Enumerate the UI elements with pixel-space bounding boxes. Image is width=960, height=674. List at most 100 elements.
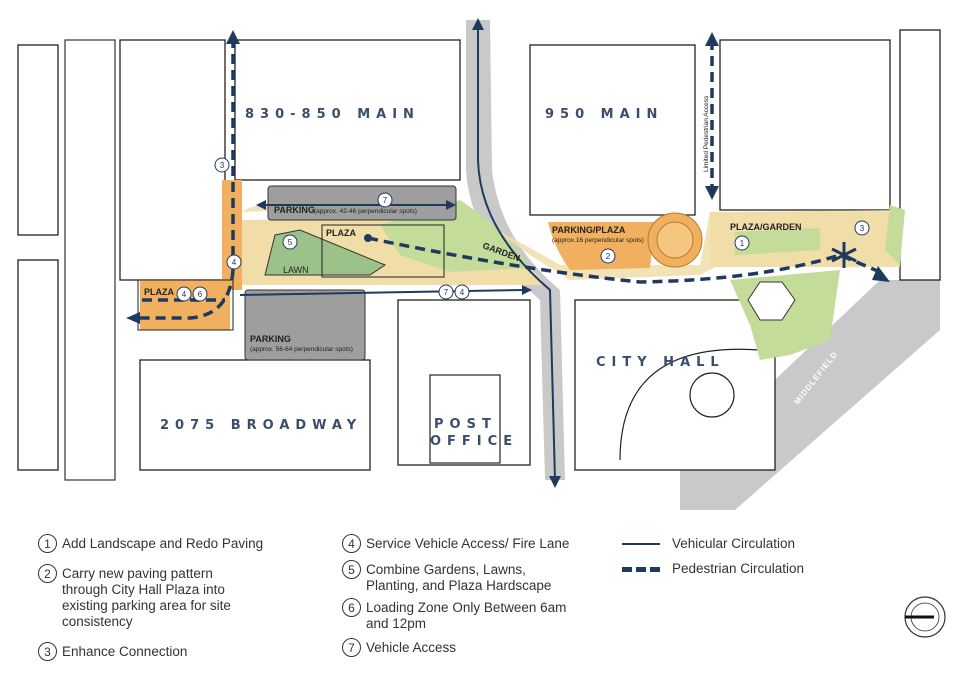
marker-3-left — [214, 157, 230, 173]
parking-top — [267, 185, 457, 221]
marker-7-center — [438, 284, 454, 300]
legend-text-6: Loading Zone Only Between 6am and 12pm — [366, 600, 567, 631]
marker-6-text: 6 — [198, 290, 203, 299]
marker-7-top — [377, 192, 393, 208]
legend-item-2: 2 Carry new paving pattern through City … — [38, 564, 231, 630]
label-830-850-main: 830-850 MAIN — [245, 107, 420, 122]
label-lawn: LAWN — [283, 265, 309, 275]
pedestrian-line-swatch — [622, 566, 660, 572]
marker-3-left-text: 3 — [220, 161, 225, 170]
marker-6 — [192, 286, 208, 302]
marker-1-text: 1 — [740, 239, 745, 248]
legend-num-1: 1 — [38, 534, 57, 553]
plaza-outline — [321, 224, 445, 278]
city-hall-arc — [619, 348, 761, 461]
arrow-up-main — [472, 18, 484, 30]
marker-4-plaza-text: 4 — [182, 290, 187, 299]
label-plaza-garden: PLAZA/GARDEN — [730, 222, 802, 232]
label-plaza-left: PLAZA — [144, 287, 174, 297]
round-plaza-inner — [656, 221, 694, 259]
label-parking-bottom: PARKING — [250, 334, 291, 344]
marker-2-text: 2 — [606, 252, 611, 261]
parking-plaza-orange — [548, 222, 655, 270]
label-parking-top: PARKING — [274, 205, 315, 215]
ped-arrow-middlefield — [872, 266, 890, 282]
arrow-right-horizontal — [522, 285, 532, 295]
plaza-start-dot — [364, 234, 372, 242]
building-950-main — [529, 44, 696, 216]
building-far-left-top — [17, 44, 59, 236]
marker-7-top-text: 7 — [383, 196, 388, 205]
legend-item-3: 3 Enhance Connection — [38, 642, 187, 661]
ped-arrow-limited-down — [705, 186, 719, 200]
legend-item-4: 4 Service Vehicle Access/ Fire Lane — [342, 534, 570, 553]
marker-4-center — [454, 284, 470, 300]
legend-num-6: 6 — [342, 598, 361, 617]
marker-3-right — [854, 220, 870, 236]
legend-pedestrian-label: Pedestrian Circulation — [672, 561, 805, 576]
legend-num-2: 2 — [38, 564, 57, 583]
vehicular-route-main — [477, 25, 556, 481]
label-parking-top-note: (approx. 42-46 perpendicular spots) — [314, 208, 417, 215]
city-hall-rotunda — [689, 372, 735, 418]
right-garden — [885, 205, 905, 265]
street-broadway: BROADWAY — [97, 245, 106, 300]
ped-arrow-up — [226, 30, 240, 44]
marker-4-plaza — [176, 286, 192, 302]
marker-4-center-text: 4 — [460, 288, 465, 297]
legend-text-7: Vehicle Access — [366, 640, 457, 655]
legend-item-1: 1 Add Landscape and Redo Paving — [38, 534, 264, 553]
building-2075-broadway — [139, 359, 371, 471]
pedestrian-route-left — [135, 269, 235, 320]
ped-arrow-left — [126, 312, 140, 324]
marker-1 — [734, 235, 750, 251]
marker-5-text: 5 — [288, 238, 293, 247]
post-office-inner — [429, 374, 501, 464]
building-city-hall — [574, 299, 776, 471]
legend-text-2: Carry new paving pattern through City Ha… — [62, 566, 231, 629]
label-plaza: PLAZA — [326, 228, 356, 238]
arrow-down-main — [549, 476, 561, 488]
pedestrian-route-center — [367, 236, 881, 284]
plaza-garden-green — [735, 228, 820, 255]
marker-5 — [282, 234, 298, 250]
label-parking-plaza: PARKING/PLAZA — [552, 225, 626, 235]
vehicular-route-horizontal — [239, 289, 526, 296]
label-950-main: 950 MAIN — [545, 107, 663, 122]
marker-7-center-text: 7 — [444, 288, 449, 297]
legend-vehicular-label: Vehicular Circulation — [672, 536, 796, 551]
label-limited-access: Limited Pedestrian Access — [703, 95, 710, 172]
building-830-850-main — [234, 39, 461, 181]
legend-vehicular: Vehicular Circulation — [622, 536, 795, 552]
legend-num-7: 7 — [342, 638, 361, 657]
label-office: OFFICE — [430, 434, 518, 449]
arrow-left-parking — [256, 200, 266, 210]
label-parking-plaza-note: (approx.16 perpendicular spots) — [552, 237, 644, 244]
label-post: POST — [434, 417, 497, 432]
label-parking-bottom-note: (approx. 56-64 perpendicular spots) — [250, 346, 353, 353]
marker-4-left — [226, 254, 242, 270]
broadway-road — [64, 39, 116, 481]
building-far-left-bottom — [17, 259, 59, 471]
marker-2 — [600, 248, 616, 264]
octagon-feature — [747, 281, 796, 321]
ped-arrow-limited-up — [705, 32, 719, 46]
left-plaza-outline — [137, 279, 234, 331]
legend-pedestrian: Pedestrian Circulation — [622, 561, 804, 577]
site-plan-map: 830-850 MAIN 950 MAIN 2075 BROADWAY POST… — [17, 18, 941, 510]
legend-item-6: 6 Loading Zone Only Between 6am and 12pm — [342, 598, 567, 632]
legend-text-5: Combine Gardens, Lawns, Planting, and Pl… — [366, 562, 552, 593]
label-2075-broadway: 2075 BROADWAY — [160, 418, 362, 433]
label-city-hall: CITY HALL — [596, 355, 725, 370]
marker-4-left-text: 4 — [232, 258, 237, 267]
legend-text-4: Service Vehicle Access/ Fire Lane — [366, 536, 570, 551]
legend-item-7: 7 Vehicle Access — [342, 638, 457, 657]
legend-num-5: 5 — [342, 560, 361, 579]
legend-num-4: 4 — [342, 534, 361, 553]
arrow-right-parking — [446, 200, 456, 210]
asterisk-marker — [831, 242, 857, 268]
legend-text-1: Add Landscape and Redo Paving — [62, 536, 264, 551]
building-far-right — [899, 29, 941, 281]
legend-item-5: 5 Combine Gardens, Lawns, Planting, and … — [342, 560, 552, 594]
